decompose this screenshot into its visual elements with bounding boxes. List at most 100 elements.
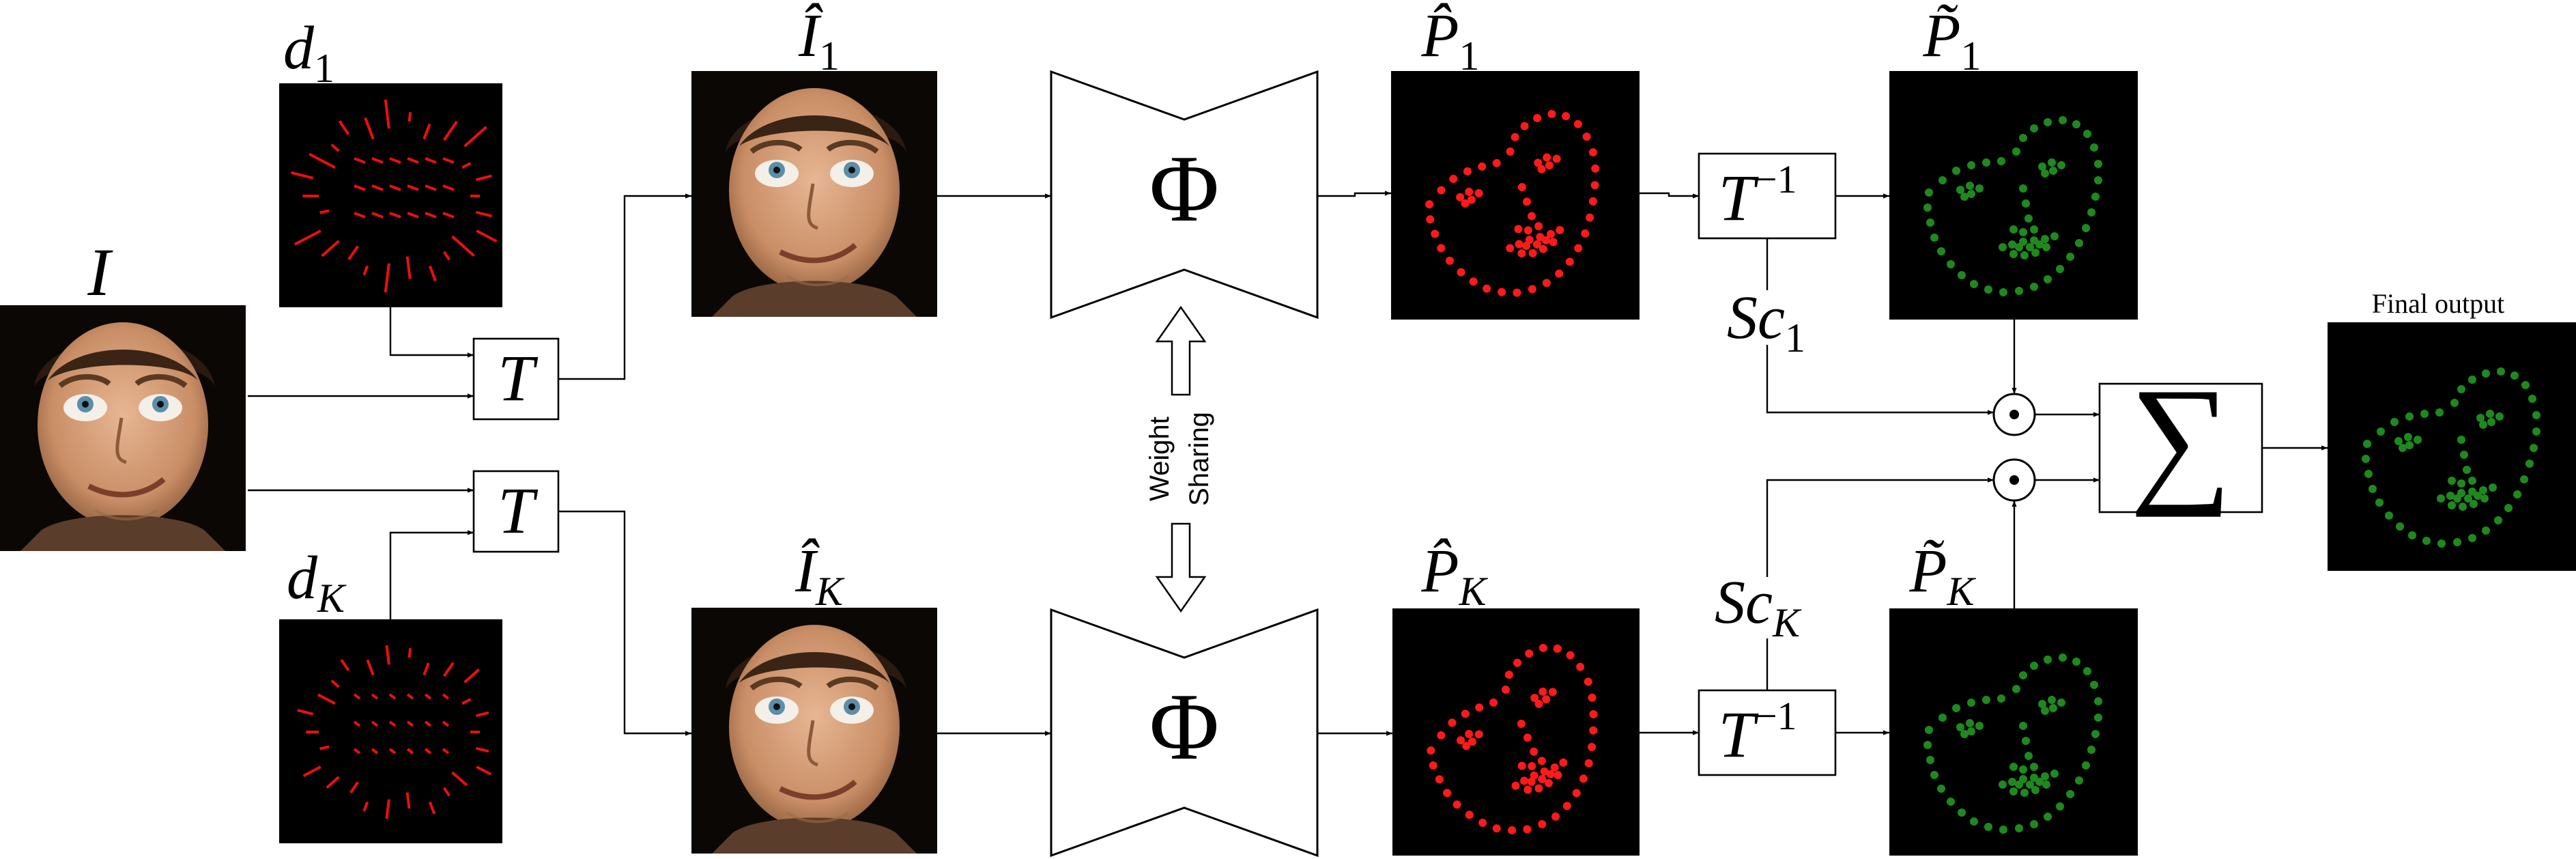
displacement-arrow xyxy=(309,152,336,169)
displacement-arrow xyxy=(442,251,451,261)
warped-face-image-1 xyxy=(691,71,937,317)
inverse-transform-box-bottom: T−1 xyxy=(1698,689,1837,776)
displacement-arrow xyxy=(406,693,414,700)
displacement-1-label: d1 xyxy=(283,14,334,91)
displacement-arrow xyxy=(338,120,350,135)
displacement-arrow xyxy=(297,709,314,716)
svg-text:Weight: Weight xyxy=(1145,417,1175,501)
back-transformed-landmarks-k-label: P̃K xyxy=(1908,537,1976,614)
svg-text:dK: dK xyxy=(287,544,347,621)
weight-sharing-arrow-icon xyxy=(1155,305,1207,613)
final-output-landmarks xyxy=(2328,322,2576,571)
displacement-arrow xyxy=(353,720,361,727)
svg-text:Î1: Î1 xyxy=(798,2,840,79)
displacement-arrow xyxy=(366,659,375,676)
inverse-transform-box-top: T−1 xyxy=(1698,152,1837,240)
score-k-label: ScK xyxy=(1715,569,1802,645)
displacement-arrow xyxy=(385,645,390,665)
displacement-arrow xyxy=(371,212,384,219)
displacement-arrow xyxy=(291,171,314,180)
displacement-field-1 xyxy=(279,83,502,307)
displacement-arrow xyxy=(424,693,432,700)
input-image-label: I xyxy=(87,234,113,310)
displacement-arrow xyxy=(384,99,390,129)
displacement-arrow xyxy=(424,748,432,755)
displacement-arrow xyxy=(451,771,468,787)
hadamard-product-bottom xyxy=(1992,458,2036,502)
displacement-k-label: dK xyxy=(287,544,347,621)
displacement-arrow xyxy=(476,746,489,753)
displacement-arrow xyxy=(442,120,458,141)
svg-text:P̃K: P̃K xyxy=(1908,537,1976,614)
displacement-arrow xyxy=(317,693,336,705)
transform-box-bottom: T xyxy=(472,470,560,553)
svg-text:T: T xyxy=(498,341,539,414)
svg-text:d1: d1 xyxy=(283,14,334,91)
displacement-arrow xyxy=(423,662,430,676)
displacement-arrow xyxy=(476,210,492,218)
svg-text:P̂1: P̂1 xyxy=(1421,2,1480,79)
svg-text:Sharing: Sharing xyxy=(1184,412,1214,506)
displacement-arrow xyxy=(371,748,379,755)
svg-text:Final output: Final output xyxy=(2372,288,2504,319)
svg-text:ÎK: ÎK xyxy=(795,537,845,614)
displacement-arrow xyxy=(349,781,360,794)
displacement-arrow xyxy=(442,748,450,755)
displacement-arrow xyxy=(326,776,340,789)
displacement-arrow xyxy=(371,184,384,191)
displacement-arrow xyxy=(388,720,397,727)
svg-text:Sc1: Sc1 xyxy=(1727,284,1805,361)
displacement-arrow xyxy=(319,745,330,750)
displacement-arrow xyxy=(384,263,390,293)
displacement-arrow xyxy=(302,765,321,777)
weight-sharing-label: Weight Sharing xyxy=(1145,412,1214,506)
input-face-image xyxy=(0,305,246,551)
displacement-arrow xyxy=(330,143,340,152)
displacement-arrow xyxy=(354,212,366,219)
displacement-arrow xyxy=(364,117,375,140)
back-transformed-landmarks-1-label: P̃1 xyxy=(1923,2,1981,79)
displacement-arrow xyxy=(463,668,481,684)
displacement-arrow xyxy=(319,209,330,214)
displacement-arrow xyxy=(340,659,350,671)
displacement-arrow xyxy=(353,748,361,755)
final-output-label: Final output xyxy=(2372,288,2504,319)
displacement-arrow xyxy=(389,157,401,164)
displacement-arrow xyxy=(371,693,379,700)
displacement-arrow xyxy=(476,174,492,182)
transform-box-top: T xyxy=(472,337,560,421)
displacement-arrow xyxy=(425,157,437,164)
predicted-landmarks-k-label: P̂K xyxy=(1420,537,1488,614)
displacement-arrow xyxy=(425,212,437,219)
predicted-landmarks-1 xyxy=(1391,71,1640,320)
displacement-arrow xyxy=(442,720,450,727)
displacement-arrow xyxy=(442,184,455,191)
displacement-arrow xyxy=(407,157,419,164)
svg-text:P̂K: P̂K xyxy=(1420,537,1488,614)
displacement-arrow xyxy=(442,787,451,797)
displacement-arrow xyxy=(476,765,492,776)
displacement-arrow xyxy=(476,229,498,243)
displacement-arrow xyxy=(405,256,412,279)
svg-text:ScK: ScK xyxy=(1715,569,1802,645)
displacement-arrow xyxy=(354,184,366,191)
displacement-arrow xyxy=(451,235,475,257)
displacement-arrow xyxy=(388,693,397,700)
displacement-arrow xyxy=(385,799,390,819)
displacement-arrow xyxy=(428,265,437,282)
displacement-arrow xyxy=(461,698,472,705)
svg-text:T−1: T−1 xyxy=(1718,157,1797,234)
back-transformed-landmarks-1 xyxy=(1889,71,2138,320)
predicted-landmarks-k xyxy=(1392,608,1640,856)
warped-image-k-label: ÎK xyxy=(795,537,845,614)
displacement-arrow xyxy=(321,240,340,257)
displacement-arrow xyxy=(425,184,437,191)
displacement-arrow xyxy=(407,648,412,658)
displacement-arrow xyxy=(461,162,472,169)
displacement-arrow xyxy=(330,679,340,688)
connectors xyxy=(248,191,2328,736)
displacement-arrow xyxy=(463,126,487,147)
back-transformed-landmarks-k xyxy=(1889,608,2138,856)
displacement-arrow xyxy=(424,720,432,727)
displacement-arrow xyxy=(476,711,489,718)
